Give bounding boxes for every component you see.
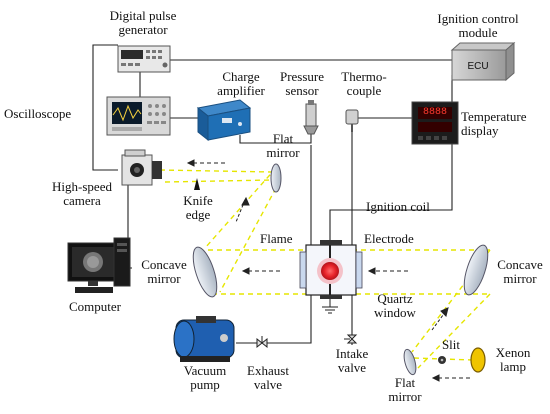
slit-label: Slit [441, 337, 461, 352]
camera-label: High-speed camera [52, 179, 112, 208]
flame-label: Flame [260, 231, 293, 246]
charge-amplifier [196, 99, 252, 142]
pulse-generator-label: Digital pulse generator [109, 8, 177, 37]
temperature-display-digits: 8888 [422, 107, 447, 118]
beam-direction-arrows [186, 159, 470, 382]
pressure-sensor-label: Pressure sensor [279, 69, 325, 98]
ignition-module-label: Ignition control module [437, 11, 519, 40]
high-speed-camera [121, 149, 162, 186]
ignition-coil-label: Ignition coil [366, 199, 430, 214]
intake-valve-label: Intake valve [335, 346, 369, 375]
temperature-display-label: Temperature display [461, 109, 527, 138]
combustion-chamber [299, 240, 363, 299]
concave-mirror-left-label: Concave mirror [141, 257, 187, 286]
slit [438, 356, 446, 364]
computer [67, 237, 131, 293]
knife-edge-label: Knife edge [183, 193, 213, 222]
exhaust-valve [256, 336, 268, 349]
oscilloscope [106, 96, 171, 136]
oscilloscope-label: Oscilloscope [4, 106, 72, 121]
vacuum-pump [173, 316, 235, 362]
xenon-lamp-label: Xenon lamp [495, 345, 531, 374]
quartz-window-label: Quartz window [374, 291, 416, 320]
flat-mirror-bottom-label: Flat mirror [388, 375, 422, 404]
charge-amplifier-label: Charge amplifier [217, 69, 265, 98]
vacuum-pump-label: Vacuum pump [183, 363, 227, 392]
computer-label: Computer [69, 299, 121, 314]
flame-kernel [321, 262, 339, 280]
intake-valve [344, 334, 358, 344]
thermocouple [345, 109, 359, 132]
electrode-label: Electrode [364, 231, 414, 246]
knife-edge [194, 178, 200, 190]
flat-mirror-top-label: Flat mirror [266, 131, 300, 160]
exhaust-valve-label: Exhaust valve [247, 363, 289, 392]
flat-mirror-top [270, 163, 282, 193]
temperature-display [411, 101, 459, 145]
concave-mirror-left [192, 246, 218, 298]
ecu-label: ECU [467, 61, 489, 72]
concave-mirror-right [463, 244, 489, 296]
pressure-sensor [303, 100, 319, 135]
ecu-box [450, 41, 516, 82]
xenon-lamp [470, 347, 486, 373]
pulse-generator [117, 45, 171, 73]
flat-mirror-bottom [403, 348, 417, 376]
thermocouple-label: Thermo- couple [341, 69, 387, 98]
concave-mirror-right-label: Concave mirror [497, 257, 543, 286]
